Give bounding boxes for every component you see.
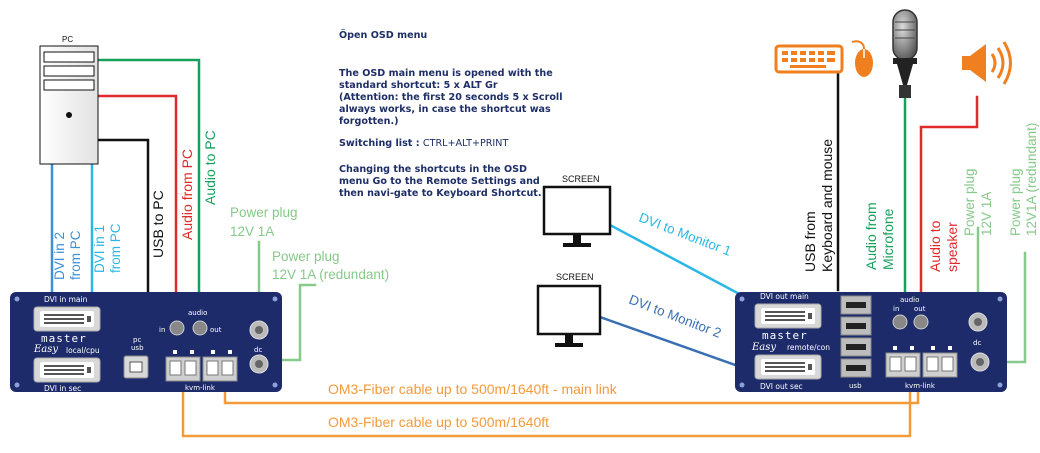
label-microfone-line1: Audio from xyxy=(863,202,879,270)
keyboard-icon xyxy=(774,44,844,74)
label-power-left-1-line2: 12V 1A xyxy=(230,224,274,239)
remote-audio-out-label: out xyxy=(914,305,926,313)
osd-switching: Switching list : CTRL+ALT+PRINT xyxy=(339,138,579,150)
cable-power-left-2 xyxy=(268,283,317,362)
remote-usb-ports xyxy=(840,295,872,378)
cable-usb-to-pc xyxy=(96,138,150,362)
label-speaker-line2: speaker xyxy=(944,222,960,272)
label-power-left-2-line1: Power plug xyxy=(272,249,340,264)
screen-1: SCREEN xyxy=(542,174,612,247)
remote-brand-script: Easy xyxy=(751,342,776,353)
osd-switching-value: CTRL+ALT+PRINT xyxy=(422,138,509,149)
label-speaker-line1: Audio to xyxy=(927,220,943,272)
local-dc-label: dc xyxy=(254,346,262,354)
remote-dc-label: dc xyxy=(973,339,981,347)
label-microfone-line2: Microfone xyxy=(880,208,896,270)
remote-unit: DVI out main DVI out sec master Easy rem… xyxy=(735,292,1007,392)
label-dvi-in-1-line2: from PC xyxy=(108,223,123,273)
label-usb-keyboard-line1: USB from xyxy=(802,211,818,272)
speaker-icon xyxy=(962,41,1012,85)
label-usb-to-pc: USB to PC xyxy=(150,190,166,258)
label-power-right-2-line2: 12V1A (redundant) xyxy=(1024,123,1039,236)
label-dvi-in-1-line1: DVI in 1 xyxy=(92,225,107,273)
local-brand: master xyxy=(41,332,87,345)
osd-instructions: Öpen OSD menu The OSD main menu is opene… xyxy=(339,30,579,208)
cable-audio-from-pc xyxy=(96,94,178,324)
local-audio-in-label: in xyxy=(159,326,165,334)
microphone-icon xyxy=(892,9,918,98)
osd-line1: The OSD main menu is opened with the sta… xyxy=(339,68,553,91)
local-dvi-in-sec-label: DVI in sec xyxy=(44,384,81,393)
local-audio-label: audio xyxy=(188,309,207,317)
remote-dvi-out-sec-label: DVI out sec xyxy=(760,382,803,391)
label-audio-from-pc: Audio from PC xyxy=(179,149,195,240)
power-button-icon xyxy=(66,112,72,118)
screen-2-label: SCREEN xyxy=(556,272,594,282)
fiber-cable-second xyxy=(181,378,912,438)
remote-usb-label: usb xyxy=(849,382,862,390)
label-audio-to-pc: Audio to PC xyxy=(202,130,218,205)
osd-line2: (Attention: the first 20 seconds 5 x Scr… xyxy=(339,92,563,127)
pc-tower: PC xyxy=(39,35,99,165)
osd-line3: Changing the shortcuts in the OSD menu G… xyxy=(339,164,542,199)
label-dvi-monitor-1: DVI to Monitor 1 xyxy=(637,210,733,259)
cable-audio-to-pc xyxy=(96,58,201,324)
local-pc-label: pc xyxy=(133,336,141,344)
label-fiber-second: OM3-Fiber cable up to 500m/1640ft xyxy=(328,414,549,430)
pc-label: PC xyxy=(62,35,73,44)
mouse-icon xyxy=(851,40,873,77)
label-power-right-1-line2: 12V 1A xyxy=(979,192,994,236)
local-model-label: local/cpu xyxy=(66,346,100,355)
remote-model-label: remote/con xyxy=(787,343,830,352)
local-kvm-link-label: kvm-link xyxy=(185,384,216,392)
label-power-right-1-line1: Power plug xyxy=(962,168,977,236)
local-usb-label: usb xyxy=(131,344,144,352)
label-dvi-in-2-line1: DVI in 2 xyxy=(52,232,67,280)
screen-1-label: SCREEN xyxy=(562,174,600,184)
cables xyxy=(50,58,1027,438)
label-dvi-in-2-line2: from PC xyxy=(68,230,83,280)
remote-dvi-out-main-label: DVI out main xyxy=(760,292,809,301)
label-dvi-monitor-2: DVI to Monitor 2 xyxy=(627,292,723,341)
local-audio-out-label: out xyxy=(210,326,222,334)
local-unit: DVI in main DVI in sec master Easy local… xyxy=(10,292,282,393)
osd-switching-label: Switching list : xyxy=(339,138,420,149)
label-power-left-1-line1: Power plug xyxy=(230,205,298,220)
remote-kvm-link-label: kvm-link xyxy=(905,382,936,390)
osd-title: Öpen OSD menu xyxy=(339,30,428,41)
cable-audio-speaker xyxy=(919,95,979,318)
remote-brand: master xyxy=(762,329,808,342)
label-fiber-main: OM3-Fiber cable up to 500m/1640ft - main… xyxy=(328,381,618,397)
local-brand-script: Easy xyxy=(33,344,58,355)
cable-dvi-monitor-2 xyxy=(598,315,757,374)
screen-2: SCREEN xyxy=(536,272,602,347)
label-power-right-2-line1: Power plug xyxy=(1008,168,1023,236)
local-dvi-in-main-label: DVI in main xyxy=(44,295,88,304)
remote-audio-in-label: in xyxy=(893,305,899,313)
label-power-left-2-line2: 12V 1A (redundant) xyxy=(272,267,389,282)
cable-dvi-monitor-1 xyxy=(608,223,762,307)
remote-audio-label: audio xyxy=(900,296,919,304)
label-usb-keyboard-line2: Keyboard and mouse xyxy=(819,139,835,272)
